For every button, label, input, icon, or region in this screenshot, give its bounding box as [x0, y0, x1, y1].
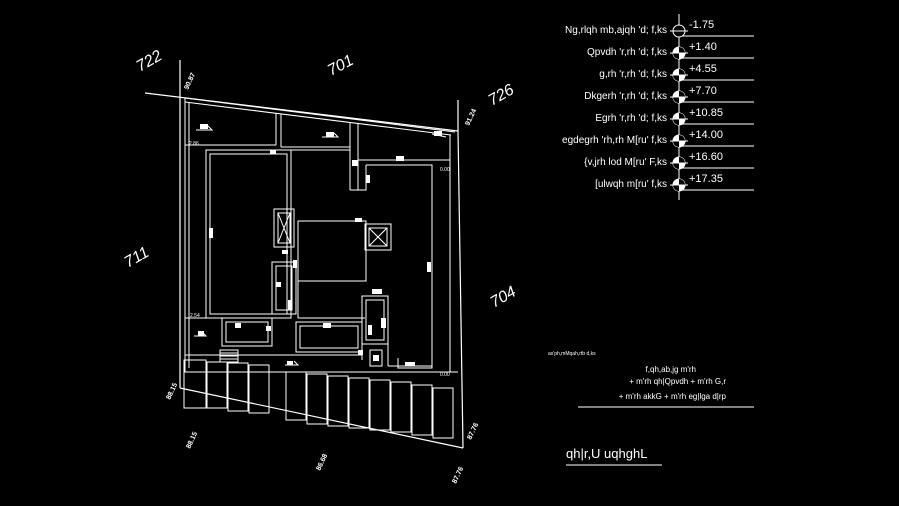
dimension-top-left: 90.87: [183, 72, 197, 91]
room-note-lower-left: 2.54: [190, 313, 200, 319]
direction-arrows: [194, 125, 447, 366]
level-value: +1.40: [689, 41, 717, 53]
building-walls: [184, 97, 458, 373]
level-value: -1.75: [689, 19, 714, 31]
level-row: [ulwqh m[ru' f,ks +17.35: [595, 173, 754, 192]
parking-bays: [183, 359, 454, 439]
level-row: Qpvdh 'r,rh 'd; f,ks +1.40: [587, 41, 754, 60]
room-note-upper-left: 2.86: [189, 141, 199, 147]
room-note-lower-right: 0.00: [440, 372, 450, 378]
fixture-marks: [198, 124, 442, 366]
plot-label-726: 726: [486, 81, 518, 109]
level-value: +14.00: [689, 129, 723, 141]
level-label: Ng,rlqh mb,ajqh 'd; f,ks: [565, 25, 667, 36]
legend-row-2: + m'rh akkG + m'rh eg|lga d|rp: [619, 392, 727, 401]
level-row: Ng,rlqh mb,ajqh 'd; f,ks -1.75: [565, 19, 754, 38]
level-value: +16.60: [689, 151, 723, 163]
level-label: [ulwqh m[ru' f,ks: [595, 179, 667, 190]
level-label: g,rh 'r,rh 'd; f,ks: [599, 69, 667, 80]
level-row: Egrh 'r,rh 'd; f,ks +10.85: [595, 107, 754, 126]
level-row: {v,jrh lod M[ru' F,ks +16.60: [584, 151, 754, 170]
legend-row-1: + m'rh qh|Qpvdh + m'rh G,r: [629, 377, 726, 386]
plot-label-711: 711: [122, 244, 153, 271]
level-value: +17.35: [689, 173, 723, 185]
level-value: +4.55: [689, 63, 717, 75]
level-value: +7.70: [689, 85, 717, 97]
level-value: +10.85: [689, 107, 723, 119]
level-row: egdegrh 'rh,rh M[ru' f,ks +14.00: [562, 129, 754, 148]
drawing-title: qh|r,U uqhghL: [566, 446, 647, 461]
dimension-right-low: 87.76: [466, 422, 480, 441]
plot-label-704: 704: [488, 283, 520, 311]
level-label: Qpvdh 'r,rh 'd; f,ks: [587, 47, 667, 58]
level-row: g,rh 'r,rh 'd; f,ks +4.55: [599, 63, 754, 82]
dimension-bottom-right: 87.76: [451, 466, 465, 485]
dimension-bottom-mid: 86.68: [315, 453, 329, 472]
dimension-bottom-left: 88.15: [185, 431, 199, 450]
plot-label-701: 701: [325, 52, 357, 80]
dimension-top-right: 91.24: [464, 108, 478, 127]
level-row: Dkgerh 'r,rh 'd; f,ks +7.70: [584, 85, 754, 104]
level-label: Egrh 'r,rh 'd; f,ks: [595, 113, 667, 124]
room-note-upper-right: 0.00: [440, 167, 450, 173]
level-label: egdegrh 'rh,rh M[ru' f,ks: [562, 135, 667, 146]
legend-note: as'ph,mMqah,rtb d,ks: [548, 351, 596, 357]
level-label: Dkgerh 'r,rh 'd; f,ks: [584, 91, 667, 102]
plot-label-722: 722: [134, 47, 166, 75]
site-boundary: [144, 60, 464, 449]
dimension-left-low: 88.15: [165, 382, 179, 401]
legend-header: f,qh,ab,jg m'rh: [646, 365, 696, 374]
level-label: {v,jrh lod M[ru' F,ks: [584, 157, 667, 168]
